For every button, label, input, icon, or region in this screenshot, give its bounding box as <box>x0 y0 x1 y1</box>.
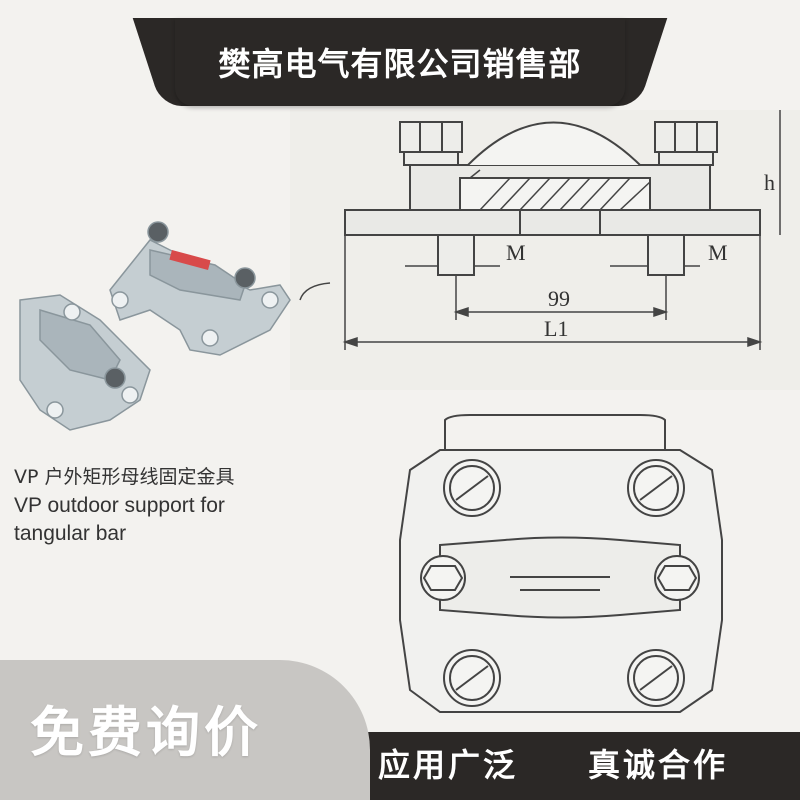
slogan-sincere-cooperation: 真诚合作 <box>588 746 729 784</box>
product-photo <box>19 221 291 431</box>
product-caption-en-2: tangular bar <box>14 522 127 545</box>
dimension-lines <box>299 110 781 350</box>
product-caption-en-1: VP outdoor support for <box>14 494 225 517</box>
company-banner: 樊高电气有限公司销售部 <box>175 18 625 106</box>
company-name: 樊高电气有限公司销售部 <box>218 45 582 83</box>
free-quote-box[interactable] <box>0 660 370 800</box>
free-quote-button[interactable]: 免费询价 <box>30 701 262 764</box>
label-m-left: M <box>506 240 526 265</box>
label-m-right: M <box>708 240 728 265</box>
dimension-99: 99 <box>548 286 570 311</box>
slogan-wide-application: 应用广泛 <box>378 746 519 784</box>
label-h: h <box>764 170 775 195</box>
side-view <box>344 121 761 276</box>
top-view <box>399 414 723 713</box>
product-caption-cn: VP 户外矩形母线固定金具 <box>14 466 235 488</box>
dimension-l1: L1 <box>544 316 568 341</box>
